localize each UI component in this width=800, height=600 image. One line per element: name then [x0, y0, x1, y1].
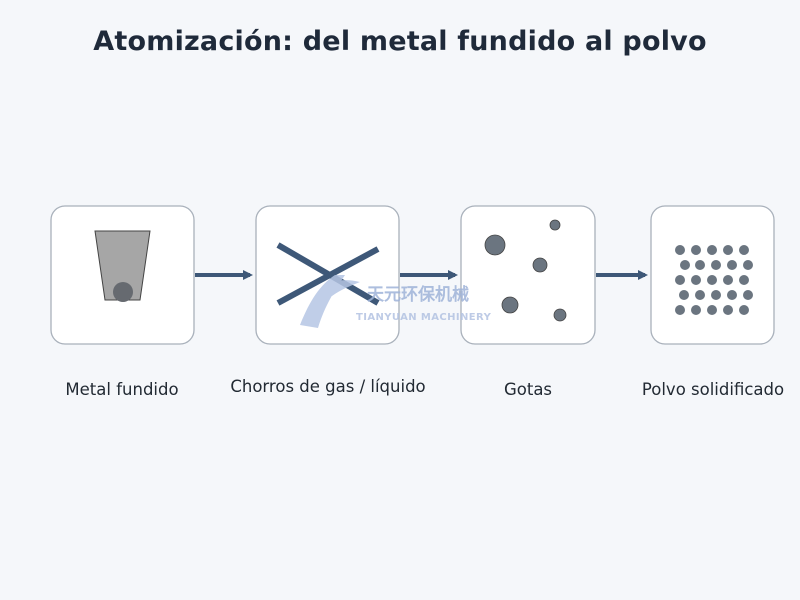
powder-particle [707, 305, 717, 315]
watermark-cn: 天元环保机械 [367, 284, 469, 305]
powder-particle [679, 290, 689, 300]
watermark-en: TIANYUAN MACHINERY [356, 312, 492, 323]
stage-label-droplets: Gotas [503, 380, 553, 399]
stage-label-powder: Polvo solidificado [641, 380, 785, 399]
crucible-icon [94, 230, 151, 302]
powder-particle [707, 275, 717, 285]
powder-particle [695, 260, 705, 270]
powder-particle [675, 275, 685, 285]
stage-label-jets: Chorros de gas / líquido [230, 377, 426, 396]
stage-box-droplets [460, 205, 596, 345]
page-title: Atomización: del metal fundido al polvo [93, 26, 707, 57]
powder-particle [691, 245, 701, 255]
powder-grid-icon [675, 245, 753, 315]
powder-particle [723, 305, 733, 315]
stage-box-powder [650, 205, 775, 345]
powder-particle [711, 290, 721, 300]
powder-particle [695, 290, 705, 300]
powder-particle [691, 275, 701, 285]
powder-particle [727, 260, 737, 270]
powder-particle [711, 260, 721, 270]
powder-particle [727, 290, 737, 300]
powder-particle [723, 245, 733, 255]
stage-label-metal: Metal fundido [65, 380, 179, 399]
powder-particle [743, 290, 753, 300]
watermark-logo-icon [300, 275, 360, 328]
powder-particle [743, 260, 753, 270]
droplets-icon [484, 219, 567, 322]
crossed-jets-icon [276, 242, 380, 306]
powder-particle [675, 305, 685, 315]
powder-particle [739, 275, 749, 285]
powder-particle [707, 245, 717, 255]
powder-particle [739, 245, 749, 255]
powder-particle [680, 260, 690, 270]
powder-particle [675, 245, 685, 255]
watermark: 天元环保机械 TIANYUAN MACHINERY [300, 275, 492, 328]
powder-particle [691, 305, 701, 315]
powder-particle [723, 275, 733, 285]
powder-particle [739, 305, 749, 315]
